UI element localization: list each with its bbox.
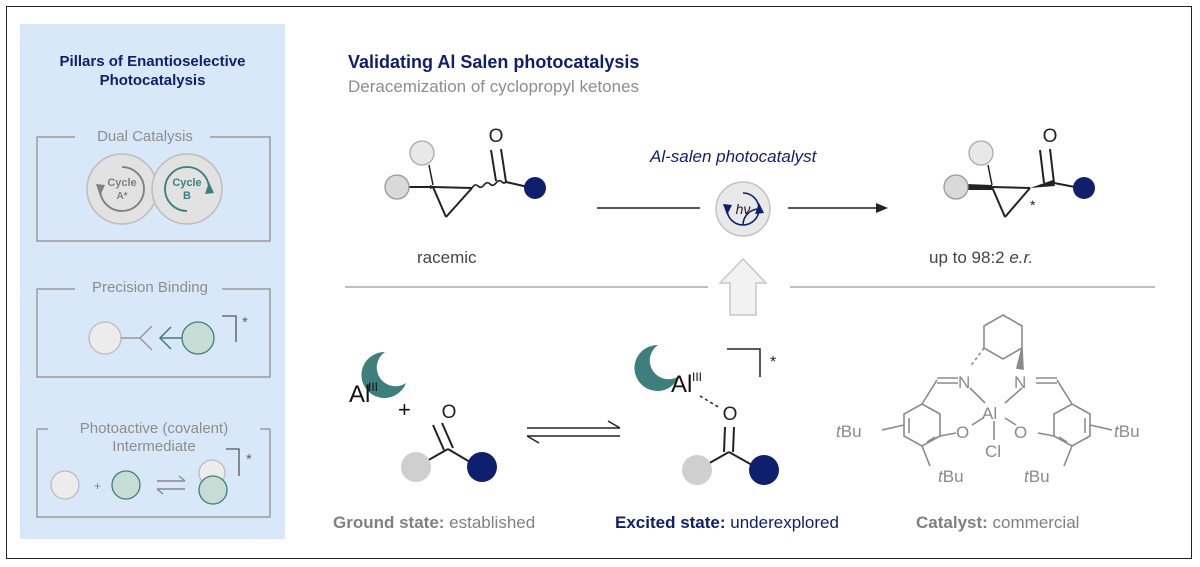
binding-arrow-head: [158, 326, 172, 350]
cat-n-right: N: [1014, 373, 1026, 392]
light-symbol: hν: [736, 201, 751, 217]
pillar-box-binding: [36, 288, 271, 378]
coordination-bond: [699, 395, 721, 409]
main-title: Validating Al Salen photocatalysis: [348, 52, 640, 72]
intermediate-catalyst-disc: [111, 470, 141, 500]
al-salen-structure: [881, 314, 1113, 467]
excited-ketone: [682, 426, 779, 485]
excited-al-ox: III: [692, 370, 702, 384]
cycle-b-label: Cycle: [172, 177, 201, 189]
cat-o-left: O: [956, 423, 969, 442]
ground-ligand-shape: [361, 351, 406, 398]
catalyst-caption: Catalyst: commercial: [916, 513, 1080, 532]
ground-state-caption: Ground state: established: [333, 513, 536, 532]
pillars-sidebar: Pillars of Enantioselective Photocatalys…: [20, 24, 285, 539]
cat-tbu-right: tBu: [1114, 422, 1140, 441]
sidebar-title: Pillars of Enantioselective Photocatalys…: [59, 53, 246, 89]
pillar-dual-label: Dual Catalysis: [82, 128, 208, 146]
excited-oxygen: O: [723, 404, 738, 425]
cat-cl: Cl: [985, 442, 1001, 461]
ground-al-ox: III: [368, 380, 378, 394]
excited-bracket: [727, 348, 761, 377]
cat-tbu-bottom-left: tBu: [938, 467, 964, 486]
excited-ligand-shape: [634, 344, 679, 391]
pillar-box-intermediate: [36, 429, 271, 518]
sidebar-graphics: Cycle A* Cycle B * + *: [36, 136, 271, 518]
cycle-b-sub: B: [183, 190, 191, 202]
ground-plus: +: [398, 397, 411, 422]
cat-n-left: N: [958, 373, 970, 392]
cycle-a-arrow: [99, 166, 145, 212]
pillar-binding-label: Precision Binding: [78, 279, 222, 297]
intermediate-substrate-disc: [50, 470, 80, 500]
pillar-intermediate-label-2: Intermediate: [112, 438, 196, 455]
racemic-ketone: [384, 140, 546, 218]
cat-tbu-bottom-right: tBu: [1024, 467, 1050, 486]
er-label: up to 98:2 e.r.: [929, 248, 1034, 267]
light-badge: [715, 181, 771, 237]
ground-al: Al: [349, 381, 370, 408]
cycle-a-label: Cycle: [107, 177, 136, 189]
excited-state-caption: Excited state: underexplored: [615, 513, 839, 532]
cycle-b-arrow: [164, 166, 210, 212]
racemic-oxygen: O: [489, 126, 504, 147]
pillar-intermediate-label-1: Photoactive (covalent): [50, 420, 258, 438]
catalyst-label: Al-salen photocatalyst: [650, 147, 817, 166]
figure-frame: [6, 6, 1192, 559]
ground-oxygen: O: [442, 402, 457, 423]
light-cycle-arrow: [726, 192, 760, 226]
main-subtitle: Deracemization of cyclopropyl ketones: [348, 77, 640, 96]
up-arrow: [718, 257, 768, 316]
cat-al: Al: [982, 404, 997, 423]
racemic-label: racemic: [417, 248, 477, 267]
intermediate-excited-mark: *: [246, 451, 252, 468]
product-stereo-mark: *: [1030, 197, 1036, 213]
cat-tbu-left: tBu: [836, 422, 862, 441]
pillar-box-dual: [36, 136, 271, 242]
product-ketone: [943, 140, 1095, 218]
cat-o-right: O: [1014, 423, 1027, 442]
intermediate-plus: +: [94, 479, 101, 493]
excited-mark: *: [770, 354, 776, 371]
cycle-b-disc: [151, 153, 223, 225]
product-oxygen: O: [1043, 126, 1058, 147]
cycle-a-sub: A*: [116, 191, 127, 202]
ground-ketone: [401, 422, 497, 482]
binding-excited-mark: *: [242, 314, 248, 331]
adduct-bottom-disc: [198, 475, 228, 505]
excited-al: Al: [671, 371, 692, 398]
catalyst-disc: [181, 321, 215, 355]
